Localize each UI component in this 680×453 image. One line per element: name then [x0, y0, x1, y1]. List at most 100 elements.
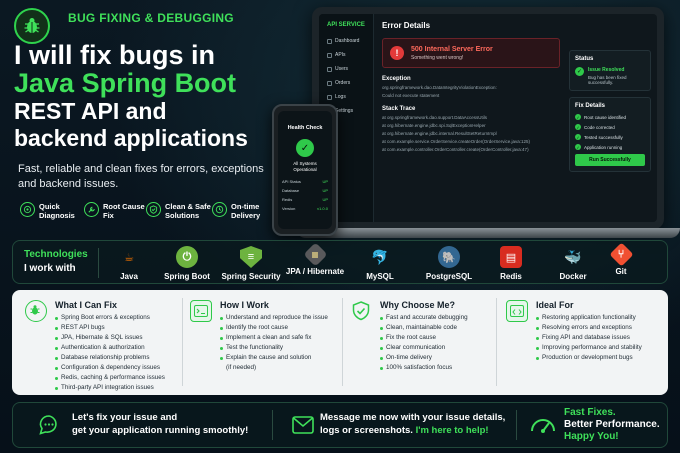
tagline: Fast, reliable and clean fixes for error… [18, 163, 264, 190]
list-item: Database relationship problems [55, 353, 165, 363]
fix-details-card: Fix Details ✓Root cause identified ✓Code… [569, 97, 651, 172]
health-check-title: Health Check [287, 125, 323, 131]
tech-hibernate: ◆ JPA / Hibernate [280, 242, 350, 276]
laptop-base [296, 228, 680, 238]
terminal-icon [190, 300, 212, 322]
divider [98, 248, 99, 278]
list-item: JPA, Hibernate & SQL issues [55, 333, 165, 343]
check-icon: ✓ [575, 124, 581, 130]
sidebar-item-users[interactable]: Users [327, 66, 373, 72]
postgresql-icon: 🐘 [438, 246, 460, 268]
check-icon: ✓ [575, 114, 581, 120]
sidebar-item-apis[interactable]: APIs [327, 52, 373, 58]
java-icon: ☕ [124, 251, 134, 264]
git-icon: ⑂ [608, 242, 634, 267]
list-item: (if needed) [226, 364, 257, 371]
error-details-title: Error Details [382, 21, 431, 30]
tech-spring-security: ≡ Spring Security [216, 246, 286, 281]
message-icon [292, 414, 314, 436]
list-item: Authentication & authorization [55, 343, 165, 353]
sidebar-item-dashboard[interactable]: Dashboard [327, 38, 373, 44]
divider [496, 298, 497, 386]
docker-icon: 🐳 [564, 248, 582, 265]
run-successfully-button[interactable]: Run Successfully [575, 154, 645, 166]
check-icon: ✓ [296, 139, 314, 157]
list-item: REST API bugs [55, 323, 165, 333]
spring-boot-icon: ⏻ [176, 246, 198, 268]
list-item: Production or development bugs [536, 353, 642, 363]
tech-spring-boot: ⏻ Spring Boot [152, 246, 222, 281]
wrench-icon [84, 202, 99, 217]
sidebar-item-logs[interactable]: Logs [327, 94, 373, 100]
list-item: Spring Boot errors & exceptions [55, 313, 165, 323]
list-item: Test the functionality [220, 343, 328, 353]
bug-search-icon [25, 300, 47, 322]
shield-check-icon [350, 300, 372, 322]
mysql-icon: 🐬 [371, 248, 389, 265]
footer-mid-text: Message me now with your issue details,l… [320, 412, 506, 436]
list-item: Implement a clean and safe fix [220, 333, 328, 343]
list-item: Clean, maintainable code [380, 323, 468, 333]
column-ideal-for: Ideal For Restoring application function… [506, 296, 664, 390]
column-what-i-can-fix: What I Can Fix Spring Boot errors & exce… [25, 296, 175, 393]
tech-postgresql: 🐘 PostgreSQL [414, 246, 484, 281]
footer-right-text: Fast Fixes. Better Performance. Happy Yo… [564, 407, 660, 442]
list-item: Configuration & dependency issues [55, 363, 165, 373]
error-icon: ! [390, 46, 404, 60]
tech-mysql: 🐬 MySQL [345, 246, 415, 282]
list-item: Third-party API integration issues [55, 383, 165, 393]
speedometer-icon [528, 410, 558, 440]
column-how-i-work: How I Work Understand and reproduce the … [190, 296, 340, 390]
tech-redis: ▤ Redis [476, 246, 546, 281]
list-item: Clear communication [380, 343, 468, 353]
headline-line2: Java Spring Boot [14, 68, 237, 98]
list-item: Identify the root cause [220, 323, 328, 333]
list-item: Restoring application functionality [536, 313, 642, 323]
headline-line4: backend applications [14, 125, 248, 151]
tech-java: ☕ Java [94, 246, 164, 282]
list-item: Fixing API and database issues [536, 333, 642, 343]
list-item: Fast and accurate debugging [380, 313, 468, 323]
technologies-bar [12, 240, 668, 284]
list-item: Fix the root cause [380, 333, 468, 343]
error-alert: ! 500 Internal Server Error Something we… [382, 38, 560, 68]
divider [272, 410, 273, 440]
headline-line3: REST API and [14, 98, 167, 124]
list-item: Understand and reproduce the issue [220, 313, 328, 323]
divider [182, 298, 183, 386]
list-item: 100% satisfaction focus [380, 363, 468, 373]
technologies-label: Technologies I work with [24, 249, 88, 274]
check-icon: ✓ [575, 67, 584, 76]
check-icon: ✓ [575, 144, 581, 150]
footer-bar [12, 402, 668, 448]
divider [342, 298, 343, 386]
redis-icon: ▤ [500, 246, 522, 268]
headline-line1: I will fix bugs in [14, 40, 216, 70]
spring-security-icon: ≡ [240, 246, 262, 268]
code-window-icon [506, 300, 528, 322]
target-icon [20, 202, 35, 217]
list-item: On-time delivery [380, 353, 468, 363]
tech-git: ⑂ Git [586, 242, 656, 276]
sidebar-item-orders[interactable]: Orders [327, 80, 373, 86]
chat-icon [38, 414, 60, 436]
check-icon: ✓ [575, 134, 581, 140]
list-item: Improving performance and stability [536, 343, 642, 353]
info-panel [12, 290, 668, 395]
laptop-screen: API SERVICE Dashboard APIs Users Orders … [312, 7, 664, 229]
divider [516, 410, 517, 440]
bug-icon [14, 8, 50, 44]
column-why-choose-me: Why Choose Me? Fast and accurate debuggi… [350, 296, 490, 390]
status-card: Status ✓ Issue Resolved Bug has been fix… [569, 50, 651, 91]
list-item: Explain the cause and solution [220, 353, 328, 363]
